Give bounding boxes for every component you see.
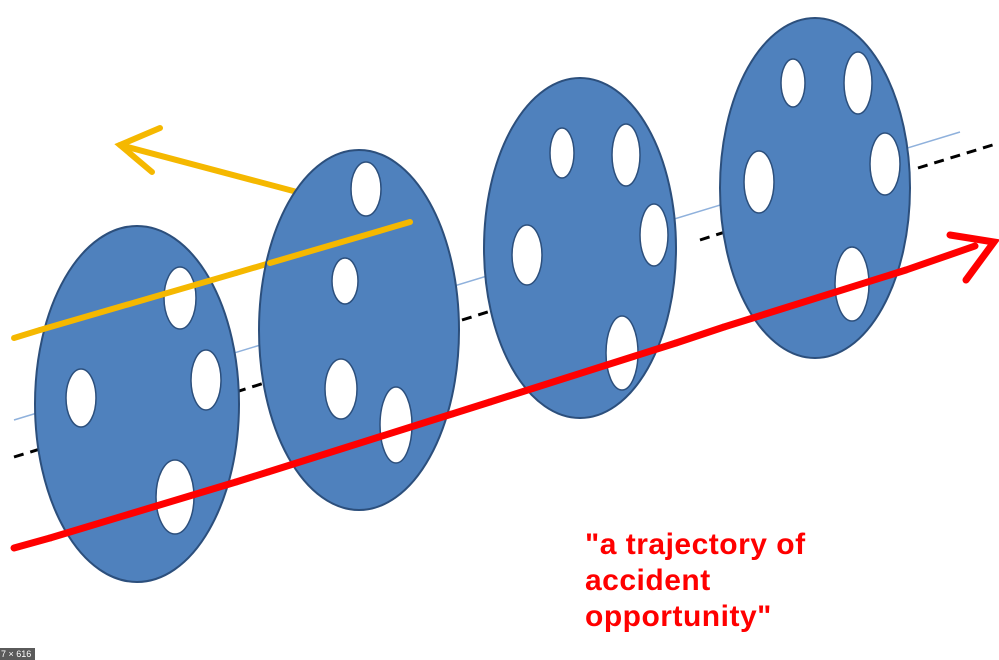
failure-trajectory-front [46,231,999,542]
failure-arrowhead [946,231,999,284]
diagram-caption: "a trajectory of accident opportunity" [585,527,806,635]
cheese-slice-2 [258,149,460,511]
slice-hole [65,368,97,428]
slice-hole [639,203,669,267]
blocked-trajectory-front [37,219,413,333]
slice-hole [190,349,222,411]
slice-hole [511,224,543,286]
caption-line-1: "a trajectory of [585,528,806,561]
failure-trajectory-back [10,242,979,552]
axis-dash-segment-5 [917,141,999,170]
blocked-arrowhead [114,125,163,175]
slice-hole [843,51,873,115]
caption-line-2: accident [585,564,711,597]
slice-hole [163,266,197,330]
slice-hole [780,58,806,108]
slice-hole [549,127,575,179]
slice-hole [350,161,382,217]
caption-line-3: opportunity" [585,600,772,633]
slice-hole [611,123,641,187]
slice-hole [869,132,901,196]
image-size-badge: 7 × 616 [0,648,36,660]
cheese-slice-3 [483,77,677,419]
slice-hole [743,150,775,214]
cheese-slice-4 [719,17,911,359]
slice-hole [324,358,358,420]
slice-hole [331,257,359,305]
